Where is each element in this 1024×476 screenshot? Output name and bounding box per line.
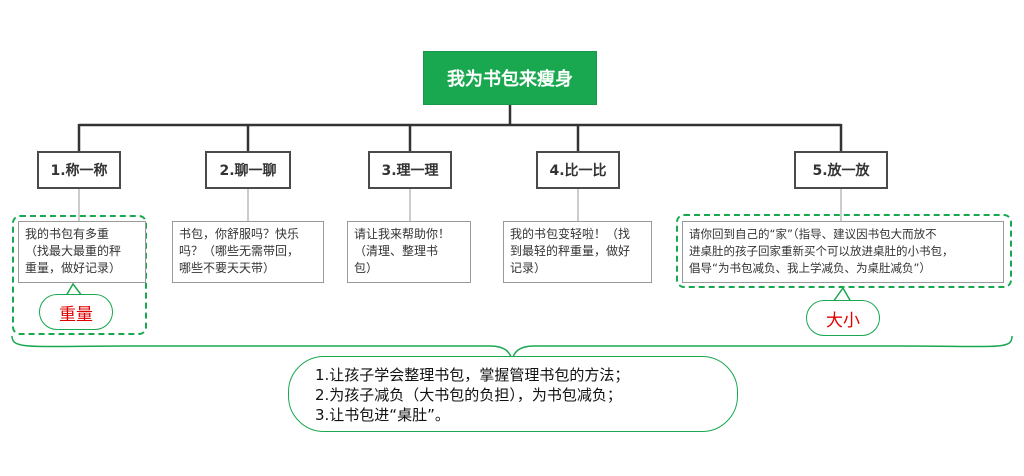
step-chat: 2.聊一聊: [205, 151, 291, 189]
step-compare: 4.比一比: [536, 151, 620, 189]
summary-line-1: 1.让孩子学会整理书包，掌握管理书包的方法；: [315, 366, 630, 384]
step-weigh-label: 1.称一称: [50, 163, 108, 179]
step-place: 5.放一放: [794, 151, 888, 189]
summary-line-3: 3.让书包进“桌肚”。: [315, 406, 450, 424]
step-place-description: 请你回到自己的“家”（指导、建议因书包大而放不 进桌肚的孩子回家重新买个可以放进…: [682, 221, 1004, 283]
step-organize-description: 请让我来帮助你！ （清理、整理书 包）: [347, 221, 471, 283]
step-organize: 3.理一理: [368, 151, 452, 189]
summary-line-2: 2.为孩子减负（大书包的负担），为书包减负；: [315, 386, 622, 404]
size-callout: 大小: [806, 300, 880, 336]
step-place-label: 5.放一放: [812, 163, 870, 179]
step-chat-description: 书包，你舒服吗？快乐 吗？（哪些无需带回， 哪些不要天天带）: [172, 221, 324, 283]
root-title: 我为书包来瘦身: [423, 51, 597, 105]
weigh-highlight-frame: [12, 215, 147, 335]
summary-bubble: 1.让孩子学会整理书包，掌握管理书包的方法； 2.为孩子减负（大书包的负担），为…: [288, 356, 738, 432]
step-compare-description: 我的书包变轻啦！（找 到最轻的秤重量，做好 记录）: [503, 221, 652, 283]
step-chat-label: 2.聊一聊: [219, 163, 277, 179]
step-weigh-description: 我的书包有多重 （找最大最重的秤 重量，做好记录）: [18, 221, 146, 283]
step-compare-label: 4.比一比: [549, 163, 607, 179]
weight-callout: 重量: [39, 294, 113, 330]
step-organize-label: 3.理一理: [381, 163, 439, 179]
step-weigh: 1.称一称: [37, 151, 121, 189]
place-highlight-frame: [676, 214, 1012, 288]
